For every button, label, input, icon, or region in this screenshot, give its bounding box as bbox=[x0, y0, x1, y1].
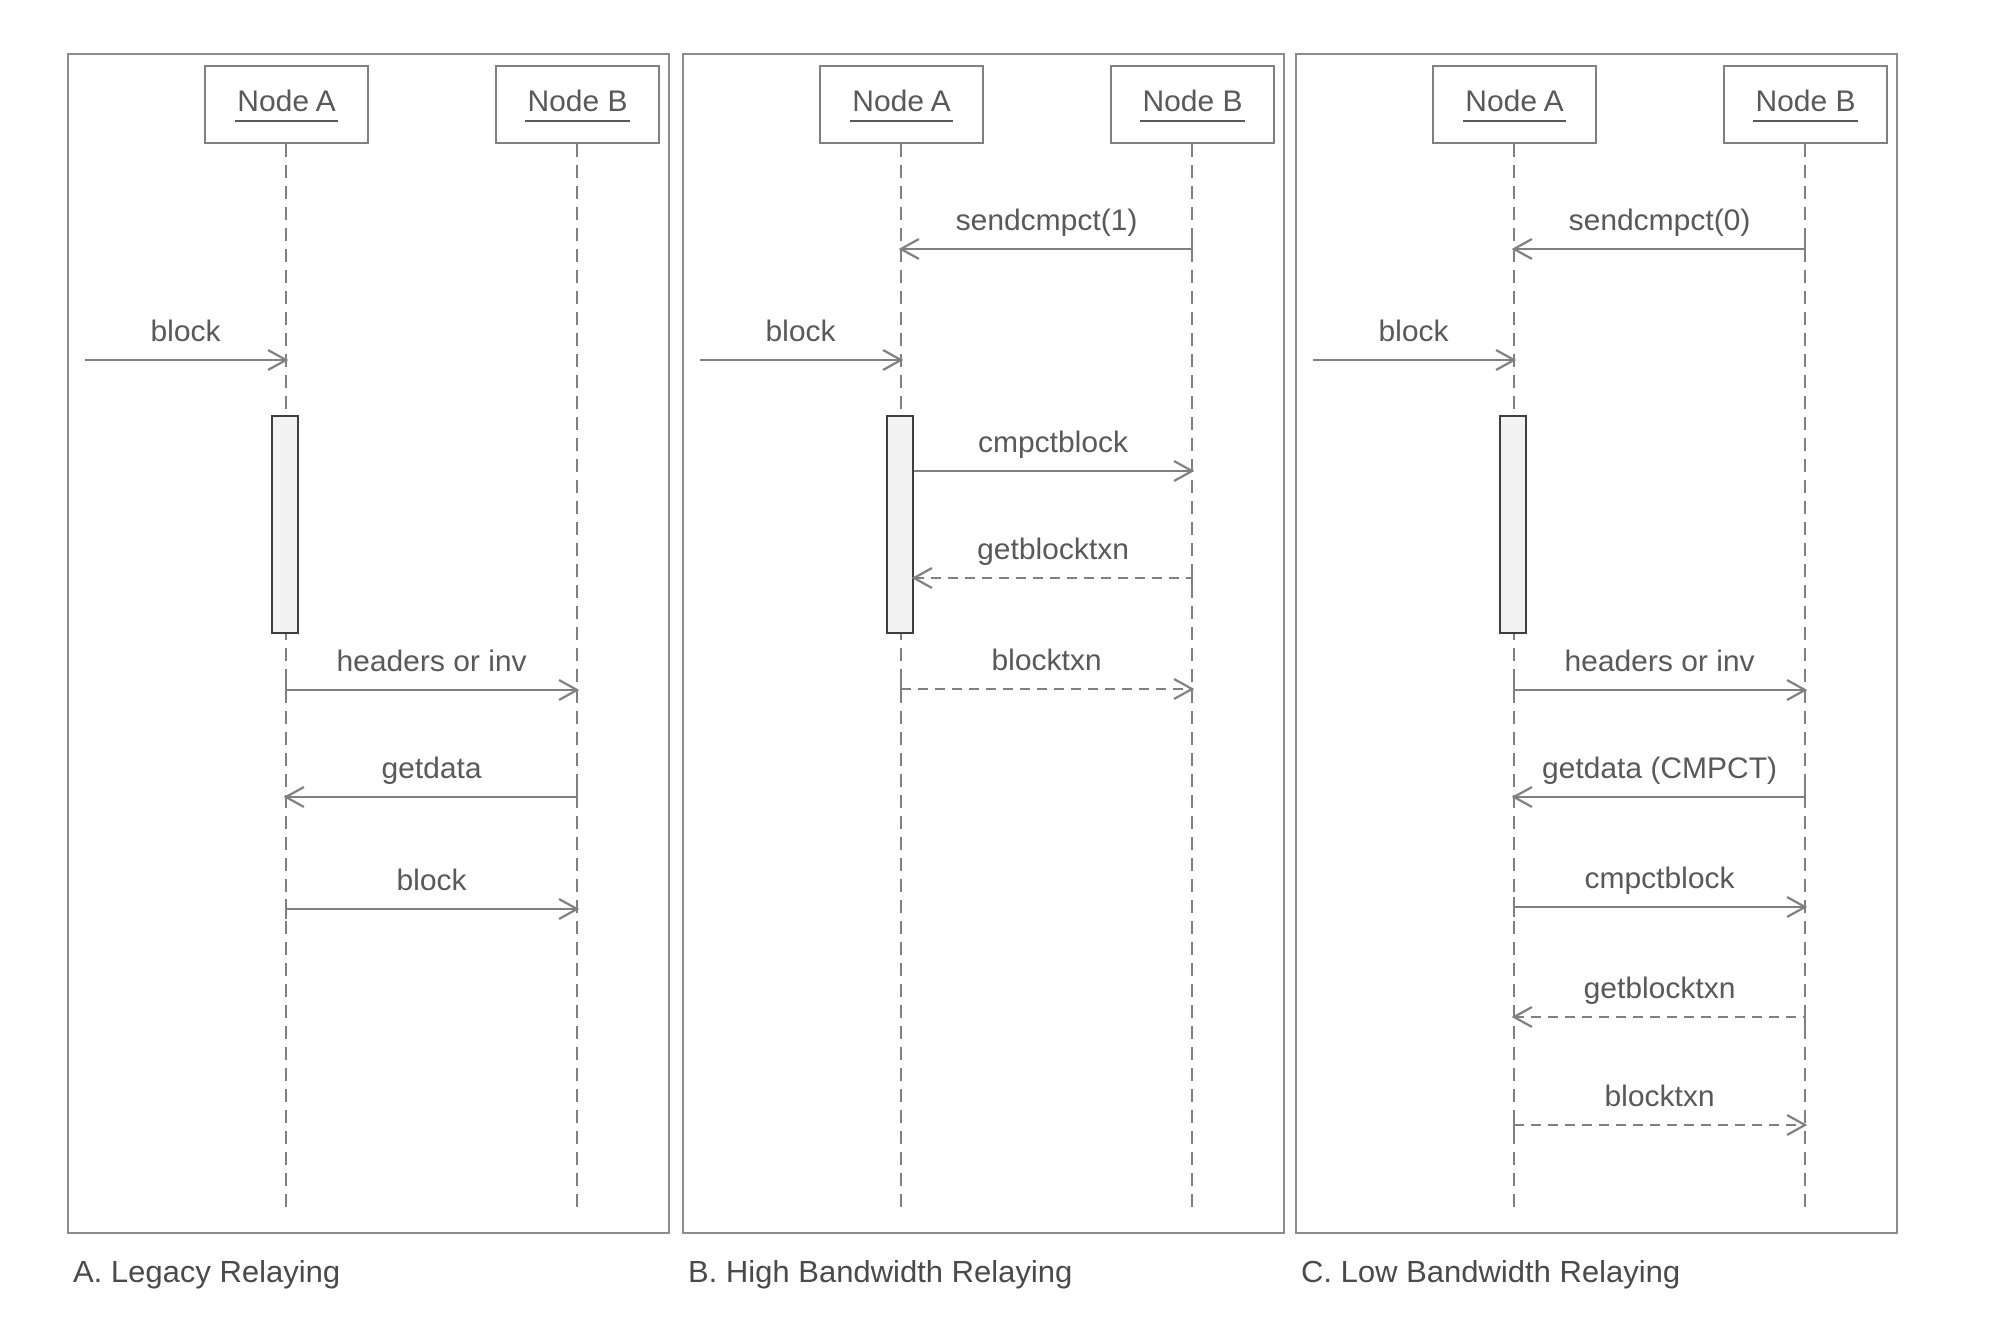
message-label: cmpctblock bbox=[1584, 862, 1735, 895]
message-tail-tick bbox=[1191, 568, 1193, 588]
message-tail-tick bbox=[285, 899, 287, 919]
message-label: headers or inv bbox=[336, 645, 527, 678]
message-line bbox=[1514, 248, 1805, 250]
arrowhead-right-icon bbox=[877, 346, 904, 379]
arrowhead-right-icon bbox=[262, 346, 289, 379]
message-label: sendcmpct(1) bbox=[955, 204, 1138, 237]
arrowhead-left-icon bbox=[911, 564, 938, 597]
actor-box-node-b: Node B bbox=[1110, 65, 1275, 144]
actor-label: Node B bbox=[525, 87, 630, 122]
message-tail-tick bbox=[1191, 239, 1193, 259]
activation-bar bbox=[271, 415, 299, 634]
actor-label: Node A bbox=[235, 87, 338, 122]
message-label: cmpctblock bbox=[977, 426, 1129, 459]
actor-box-node-a: Node A bbox=[819, 65, 984, 144]
message-line bbox=[85, 359, 286, 361]
actor-box-node-a: Node A bbox=[204, 65, 369, 144]
message-label: getdata (CMPCT) bbox=[1541, 752, 1778, 785]
arrowhead-left-icon bbox=[1511, 1003, 1538, 1036]
message-line bbox=[1514, 906, 1805, 908]
lifeline-node-a bbox=[285, 144, 287, 1212]
arrowhead-right-icon bbox=[1781, 893, 1808, 926]
arrowhead-left-icon bbox=[1511, 783, 1538, 816]
arrowhead-right-icon bbox=[1490, 346, 1517, 379]
message-line bbox=[286, 796, 577, 798]
message-label: block bbox=[150, 315, 221, 348]
lifeline-node-b bbox=[1191, 144, 1193, 1212]
arrowhead-right-icon bbox=[1168, 457, 1195, 490]
message-label: getblocktxn bbox=[977, 533, 1129, 566]
panel-caption: C. Low Bandwidth Relaying bbox=[1301, 1254, 1681, 1289]
activation-bar bbox=[1499, 415, 1527, 634]
lifeline-node-a bbox=[1513, 144, 1515, 1212]
arrowhead-left-icon bbox=[283, 783, 310, 816]
arrowhead-right-icon bbox=[553, 676, 580, 709]
lifeline-node-b bbox=[1804, 144, 1806, 1212]
message-line bbox=[1514, 796, 1805, 798]
message-tail-tick bbox=[1513, 897, 1515, 917]
message-tail-tick bbox=[1804, 239, 1806, 259]
message-label: getblocktxn bbox=[1583, 972, 1736, 1005]
message-tail-tick bbox=[900, 679, 902, 699]
actor-box-node-b: Node B bbox=[1723, 65, 1888, 144]
message-tail-tick bbox=[1804, 1007, 1806, 1027]
message-label: block bbox=[396, 864, 467, 897]
panel-A: Node A Node B block headers or inv getdata bl… bbox=[67, 53, 670, 1289]
message-tail-tick bbox=[1513, 680, 1515, 700]
arrowhead-right-icon bbox=[1168, 675, 1195, 708]
lifeline-node-b bbox=[576, 144, 578, 1212]
panel-B: Node A Node B sendcmpct(1) block cmpctblock g… bbox=[682, 53, 1285, 1289]
message-line bbox=[914, 470, 1192, 472]
panel-C: Node A Node B sendcmpct(0) block headers or … bbox=[1295, 53, 1898, 1289]
message-tail-tick bbox=[285, 680, 287, 700]
message-tail-tick bbox=[576, 787, 578, 807]
actor-box-node-b: Node B bbox=[495, 65, 660, 144]
arrowhead-right-icon bbox=[1781, 676, 1808, 709]
activation-bar bbox=[886, 415, 914, 634]
message-label: sendcmpct(0) bbox=[1568, 204, 1751, 237]
message-line bbox=[1514, 689, 1805, 691]
message-line bbox=[914, 577, 1192, 579]
actor-label: Node A bbox=[1463, 87, 1566, 122]
arrowhead-left-icon bbox=[898, 235, 925, 268]
message-line bbox=[1514, 1016, 1805, 1018]
arrowhead-left-icon bbox=[1511, 235, 1538, 268]
message-tail-tick bbox=[1804, 787, 1806, 807]
message-line bbox=[1514, 1124, 1805, 1126]
message-label: headers or inv bbox=[1564, 645, 1755, 678]
panel-caption: B. High Bandwidth Relaying bbox=[688, 1254, 1073, 1289]
actor-label: Node B bbox=[1140, 87, 1245, 122]
arrowhead-right-icon bbox=[1781, 1111, 1808, 1144]
message-line bbox=[286, 908, 577, 910]
message-line bbox=[901, 688, 1192, 690]
message-line bbox=[901, 248, 1192, 250]
message-line bbox=[286, 689, 577, 691]
lifeline-node-a bbox=[900, 144, 902, 1212]
message-label: getdata bbox=[381, 752, 482, 785]
actor-label: Node B bbox=[1753, 87, 1858, 122]
arrowhead-right-icon bbox=[553, 895, 580, 928]
message-tail-tick bbox=[1513, 1115, 1515, 1135]
actor-box-node-a: Node A bbox=[1432, 65, 1597, 144]
message-label: block bbox=[765, 315, 836, 348]
actor-label: Node A bbox=[850, 87, 953, 122]
message-label: blocktxn bbox=[991, 644, 1102, 677]
message-line bbox=[1313, 359, 1514, 361]
message-label: block bbox=[1378, 315, 1449, 348]
message-line bbox=[700, 359, 901, 361]
panel-caption: A. Legacy Relaying bbox=[73, 1254, 341, 1289]
message-label: blocktxn bbox=[1604, 1080, 1715, 1113]
